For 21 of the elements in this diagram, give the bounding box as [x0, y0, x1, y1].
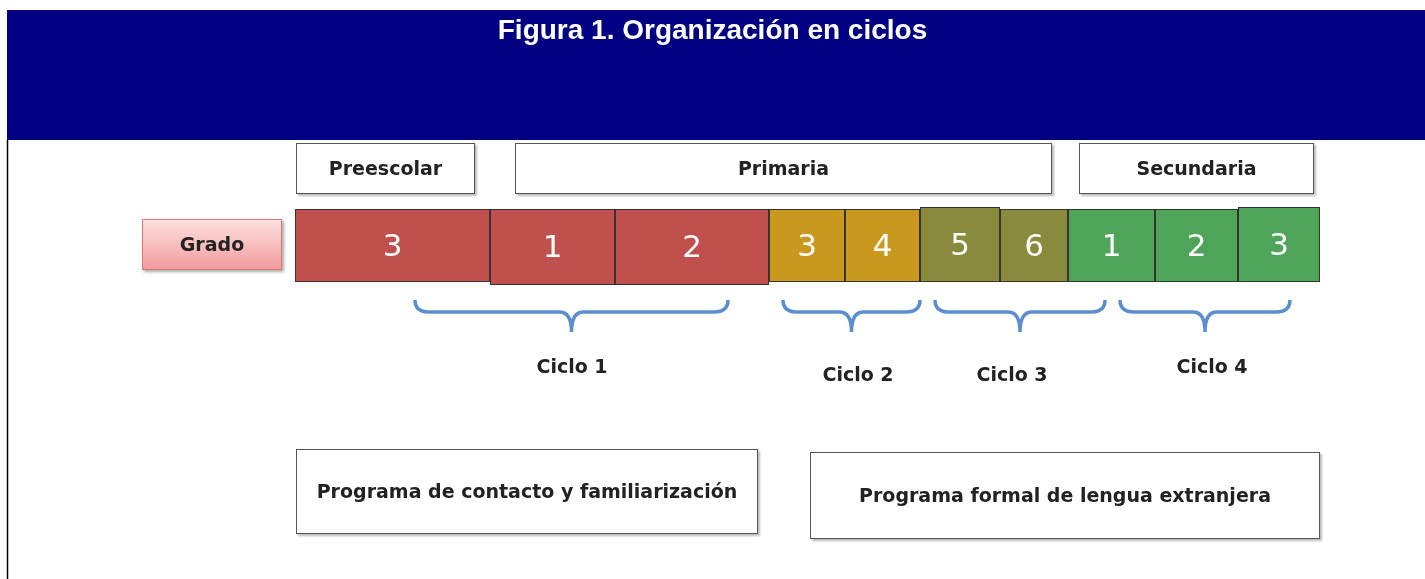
level-box: Preescolar: [296, 143, 475, 194]
grade-cell: 3: [769, 209, 845, 282]
program-box: Programa de contacto y familiarización: [296, 449, 758, 534]
grado-box: Grado: [142, 219, 282, 270]
figure-title: Figura 1. Organización en ciclos: [496, 14, 929, 46]
grade-cell: 2: [615, 209, 769, 285]
grade-cell: 2: [1155, 209, 1238, 282]
grade-cell: 1: [1068, 209, 1155, 282]
grade-cell: 3: [295, 209, 490, 282]
grade-cell: 4: [845, 209, 920, 282]
grade-cell: 6: [1000, 209, 1068, 282]
cycle-label: Ciclo 4: [1175, 355, 1249, 377]
level-box: Primaria: [515, 143, 1052, 194]
grade-cell: 3: [1238, 207, 1320, 282]
cycle-label: Ciclo 2: [821, 363, 895, 385]
grade-cell: 1: [490, 209, 615, 285]
grade-cell: 5: [920, 207, 1000, 282]
cycle-label: Ciclo 3: [975, 363, 1049, 385]
level-box: Secundaria: [1079, 143, 1314, 194]
program-box: Programa formal de lengua extranjera: [810, 452, 1320, 539]
cycle-label: Ciclo 1: [535, 355, 609, 377]
